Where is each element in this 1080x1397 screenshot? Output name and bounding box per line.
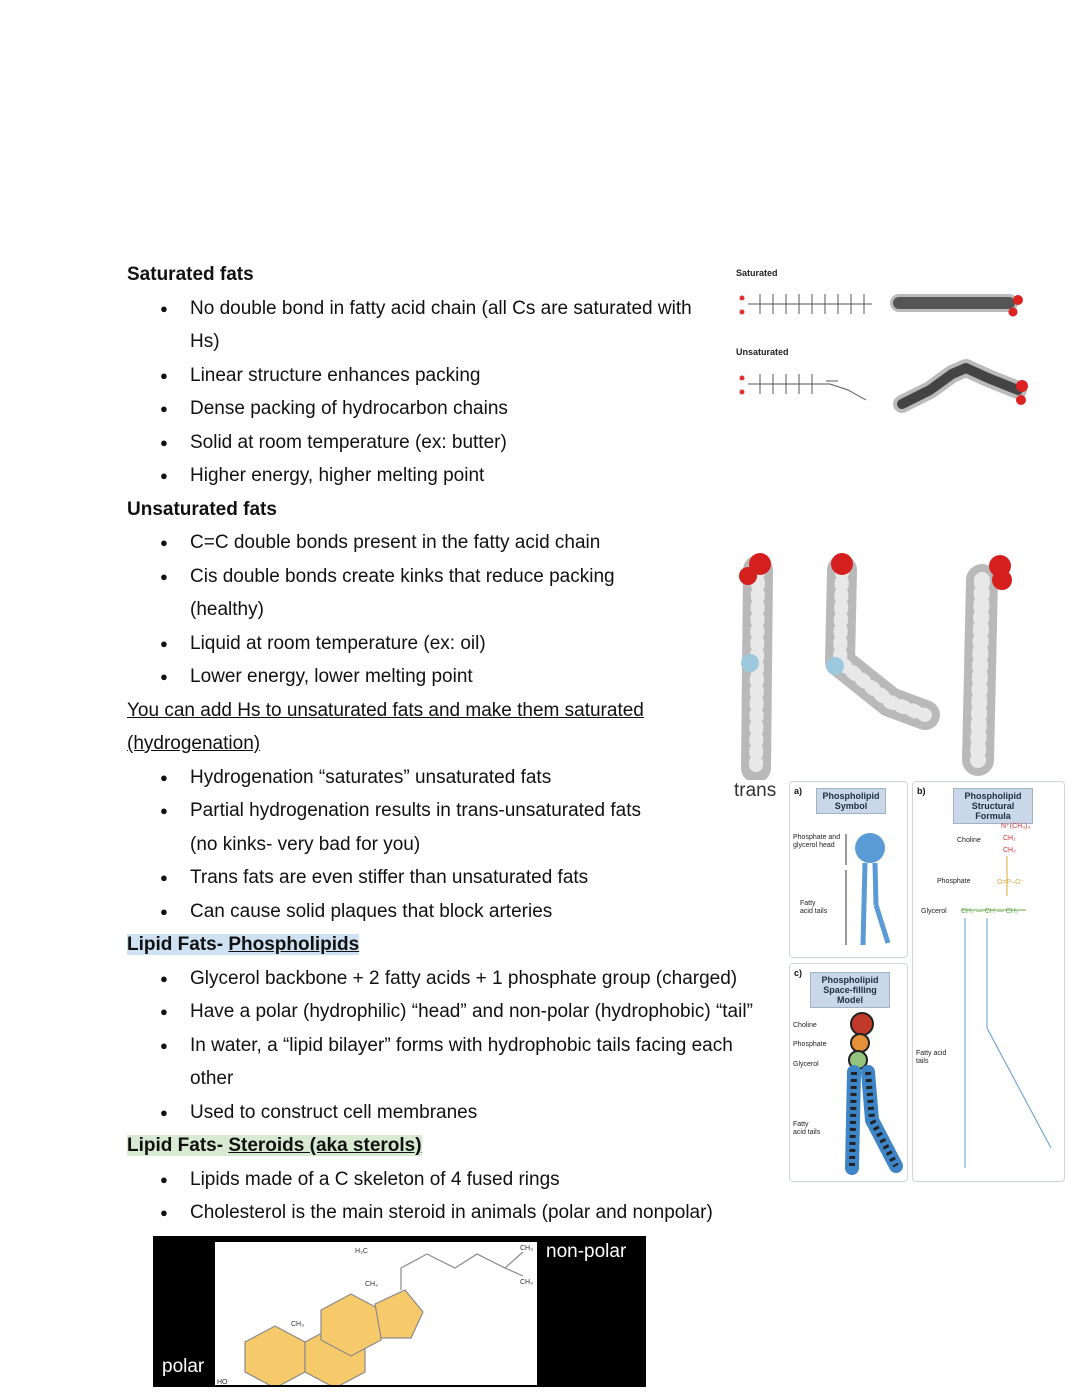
- cis-fatty-acid-model: [825, 553, 940, 730]
- list-item: Higher energy, higher melting point: [127, 459, 767, 493]
- panel-letter: b): [917, 786, 926, 796]
- fatty-acid-structures-figure: Saturated Unsaturated: [736, 268, 1028, 413]
- list-item-continuation: other: [190, 1068, 234, 1089]
- steroids-heading: Lipid Fats- Steroids (aka sterols): [127, 1129, 767, 1163]
- ch3-label: CH₃: [291, 1321, 304, 1328]
- oxygen-atom: [739, 295, 745, 301]
- list-item: Can cause solid plaques that block arter…: [127, 895, 767, 929]
- list-item: Dense packing of hydrocarbon chains: [127, 392, 767, 426]
- panel-title-line: Phospholipid: [964, 791, 1022, 801]
- panel-title-line: Space-filling Model: [823, 985, 877, 1005]
- phospholipid-symbol-panel: a) Phospholipid Symbol Phosphate and gly…: [789, 781, 908, 958]
- heading-prefix: Lipid Fats-: [127, 934, 229, 955]
- list-item: In water, a “lipid bilayer” forms with h…: [127, 1029, 767, 1063]
- saturated-chain-diagram: [748, 294, 872, 314]
- saturated-space-filling-model: [890, 294, 1023, 317]
- unsaturated-space-filling-model: [893, 359, 1028, 413]
- glycerol-label: Glycerol: [921, 908, 947, 915]
- cholesterol-figure: H₃C CH₃ CH₃ CH₃ CH₃ HO non-polar polar: [153, 1236, 646, 1389]
- phospholipid-symbol-icon: [845, 833, 891, 946]
- side-chain: [400, 1251, 524, 1290]
- list-item: Glycerol backbone + 2 fatty acids + 1 ph…: [127, 962, 767, 996]
- phospholipid-structural-formula-panel: b) Phospholipid Structural Formula Choli…: [912, 781, 1065, 1182]
- hydrogenation-heading-cont: (hydrogenation): [127, 733, 261, 754]
- list-item-continuation: (no kinks- very bad for you): [190, 833, 421, 855]
- ch3-label: CH₃: [520, 1279, 533, 1286]
- list-item-continuation: (healthy): [190, 599, 264, 620]
- tails-label: Fatty acid tails: [800, 900, 828, 915]
- oxygen-atom: [739, 309, 745, 315]
- panel-letter: a): [794, 786, 803, 796]
- head-label: Phosphate and glycerol head: [793, 834, 841, 849]
- panel-title-line: Structural Formula: [971, 801, 1015, 821]
- heading-prefix: Lipid Fats-: [127, 1135, 229, 1156]
- list-item: Trans fats are even stiffer than unsatur…: [127, 861, 767, 895]
- saturated-fatty-acid-model: [962, 555, 1012, 776]
- fatty-acid-tails-label: Fatty acid tails: [916, 1050, 947, 1065]
- list-item-continuation: Hs): [190, 331, 220, 352]
- unsaturated-chain-diagram: [748, 374, 867, 401]
- svg-text:CH₂ — CH — CH₂: CH₂ — CH — CH₂: [961, 908, 1019, 915]
- panel-title: Phospholipid Space-filling Model: [810, 972, 890, 1008]
- oxygen-atom: [739, 375, 745, 381]
- svg-text:O=P–O⁻: O=P–O⁻: [997, 879, 1025, 886]
- svg-text:N⁺(CH₃)₃: N⁺(CH₃)₃: [1001, 823, 1030, 830]
- panel-title-line: Phospholipid: [821, 975, 879, 985]
- list-item: Used to construct cell membranes: [127, 1096, 767, 1130]
- list-item: Solid at room temperature (ex: butter): [127, 426, 767, 460]
- list-item: Liquid at room temperature (ex: oil): [127, 627, 767, 661]
- list-item: C=C double bonds present in the fatty ac…: [127, 526, 767, 560]
- structural-formula-diagram: N⁺(CH₃)₃ CH₂ CH₂ O=P–O⁻ CH₂ — CH — CH₂ v…: [961, 823, 1052, 1168]
- phospholipids-link[interactable]: Phospholipids: [228, 934, 360, 955]
- oxygen-atom: [739, 389, 745, 395]
- list-item: Cholesterol is the main steroid in anima…: [127, 1196, 767, 1230]
- steroid-rings: [244, 1289, 424, 1389]
- panel-title: Phospholipid Structural Formula: [953, 788, 1033, 824]
- non-polar-label: non-polar: [546, 1241, 627, 1262]
- hydrogenation-heading: You can add Hs to unsaturated fats and m…: [127, 699, 644, 721]
- svg-text:CH₂: CH₂: [1003, 847, 1016, 854]
- saturated-label: Saturated: [736, 268, 778, 278]
- list-item: Lipids made of a C skeleton of 4 fused r…: [127, 1163, 767, 1197]
- unsaturated-label: Unsaturated: [736, 347, 789, 357]
- list-item: Lower energy, lower melting point: [127, 660, 767, 694]
- fatty-acid-3d-models-figure: [739, 553, 1012, 780]
- panel-title-line: Symbol: [834, 801, 868, 811]
- ch3-label: CH₃: [520, 1245, 533, 1252]
- saturated-fats-heading: Saturated fats: [127, 264, 254, 285]
- list-item: No double bond in fatty acid chain (all …: [127, 292, 767, 326]
- trans-fatty-acid-model: [739, 553, 773, 780]
- panel-title-line: Phospholipid: [822, 791, 880, 801]
- unsaturated-fats-heading: Unsaturated fats: [127, 498, 277, 520]
- choline-label: Choline: [793, 1022, 817, 1029]
- list-item: Have a polar (hydrophilic) “head” and no…: [127, 995, 767, 1029]
- notes-document: Saturated fats No double bond in fatty a…: [127, 258, 767, 1230]
- space-filling-model-diagram: [845, 1012, 903, 1175]
- phospholipid-space-filling-panel: c) Phospholipid Space-filling Model Chol…: [789, 963, 908, 1182]
- phosphate-label: Phosphate: [793, 1041, 827, 1048]
- phosphate-label: Phosphate: [937, 878, 971, 885]
- cholesterol-structure-area: H₃C CH₃ CH₃ CH₃ CH₃ HO: [215, 1242, 537, 1389]
- ch3-label: CH₃: [365, 1281, 378, 1288]
- steroids-link[interactable]: Steroids (aka sterols): [228, 1135, 422, 1156]
- glycerol-label: Glycerol: [793, 1061, 819, 1068]
- polar-label: polar: [162, 1356, 205, 1377]
- panel-title: Phospholipid Symbol: [816, 788, 886, 814]
- panel-letter: c): [794, 968, 803, 978]
- list-item: Hydrogenation “saturates” unsaturated fa…: [127, 761, 767, 795]
- list-item: Partial hydrogenation results in trans-u…: [127, 794, 767, 828]
- fatty-acid-tails-label: Fatty acid tails: [793, 1121, 821, 1136]
- phospholipids-heading: Lipid Fats- Phospholipids: [127, 928, 767, 962]
- choline-label: Choline: [957, 837, 981, 844]
- h3c-label: H₃C: [355, 1248, 368, 1255]
- list-item: Linear structure enhances packing: [127, 359, 767, 393]
- list-item: Cis double bonds create kinks that reduc…: [127, 560, 767, 594]
- ho-label: HO: [217, 1379, 228, 1385]
- svg-text:CH₂: CH₂: [1003, 835, 1016, 842]
- cholesterol-structure-diagram: H₃C CH₃ CH₃ CH₃ CH₃ HO: [217, 1245, 533, 1389]
- trans-label: trans: [734, 780, 777, 801]
